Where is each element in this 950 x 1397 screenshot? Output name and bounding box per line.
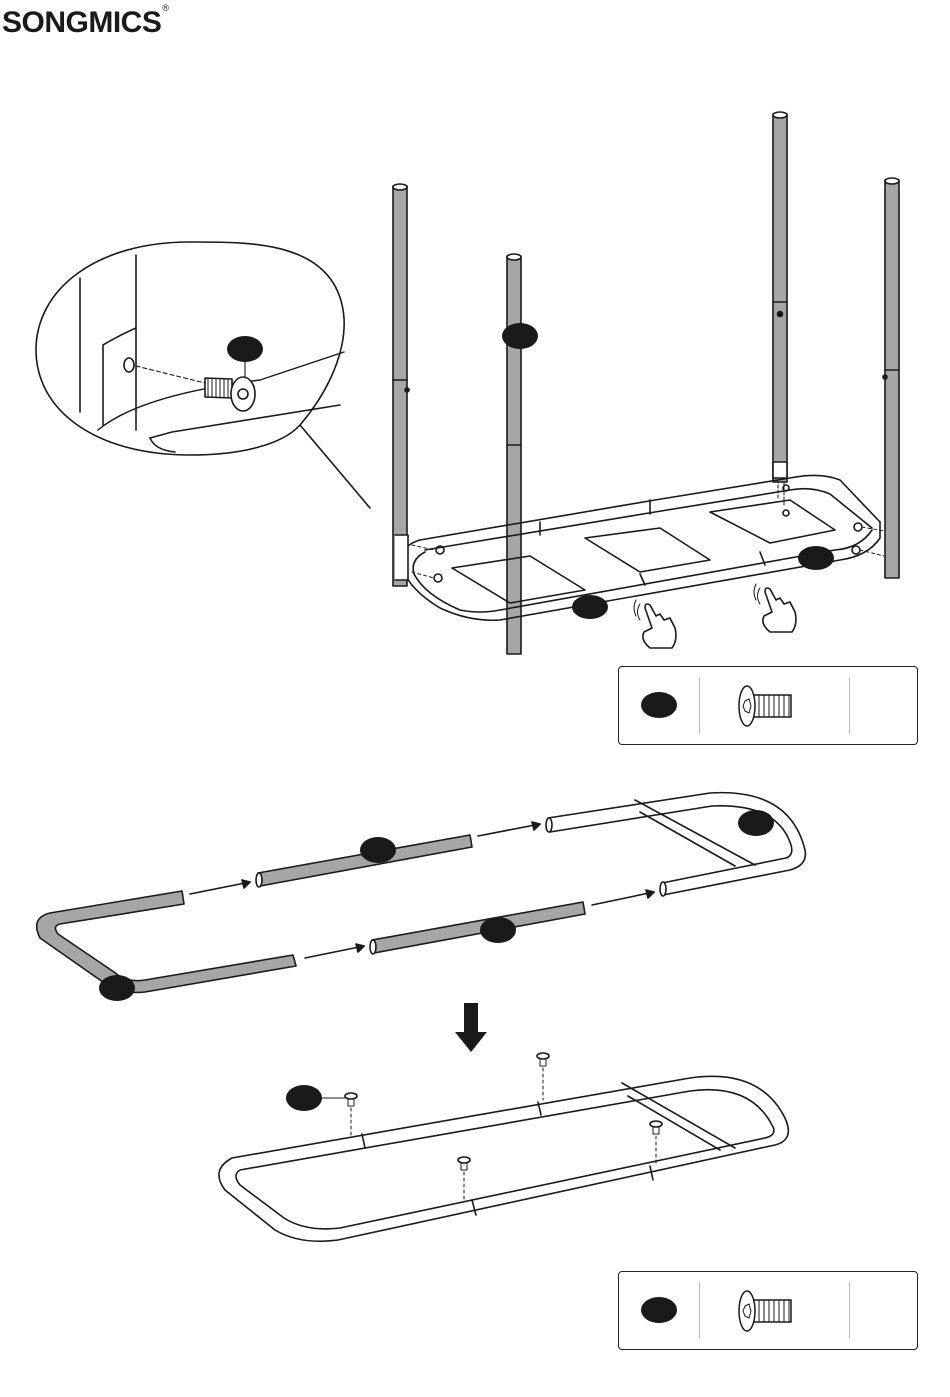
parts-box (618, 1271, 918, 1350)
screw-icon (650, 1121, 662, 1164)
hand-press-icon (754, 584, 796, 632)
part-badge (641, 692, 677, 718)
part-badge (227, 336, 263, 362)
screw-icon (537, 1053, 549, 1100)
rack-base-frame (395, 462, 884, 620)
screw-icon (345, 1093, 357, 1136)
detail-magnifier (36, 242, 370, 508)
assembled-base-frame (219, 1053, 788, 1241)
part-badge (360, 837, 396, 863)
part-badge (99, 975, 135, 1001)
part-badge (286, 1085, 322, 1111)
hex-bolt-icon (729, 1286, 809, 1336)
part-badge (572, 595, 608, 619)
part-badge (641, 1297, 677, 1323)
hand-press-icon (634, 600, 676, 648)
hex-bolt-icon (729, 681, 809, 731)
rack-poles (393, 112, 899, 654)
down-arrow-icon (455, 1003, 487, 1052)
screw-icon (458, 1157, 470, 1200)
part-badge (798, 546, 834, 570)
divider (699, 1282, 700, 1339)
parts-box (618, 666, 918, 745)
part-badge (480, 917, 516, 943)
part-badge (502, 323, 538, 349)
divider (849, 1282, 850, 1339)
divider (849, 677, 850, 734)
hex-bolt-icon (205, 377, 255, 411)
exploded-base-frame (37, 793, 806, 1001)
divider (699, 677, 700, 734)
part-badge (738, 810, 774, 836)
